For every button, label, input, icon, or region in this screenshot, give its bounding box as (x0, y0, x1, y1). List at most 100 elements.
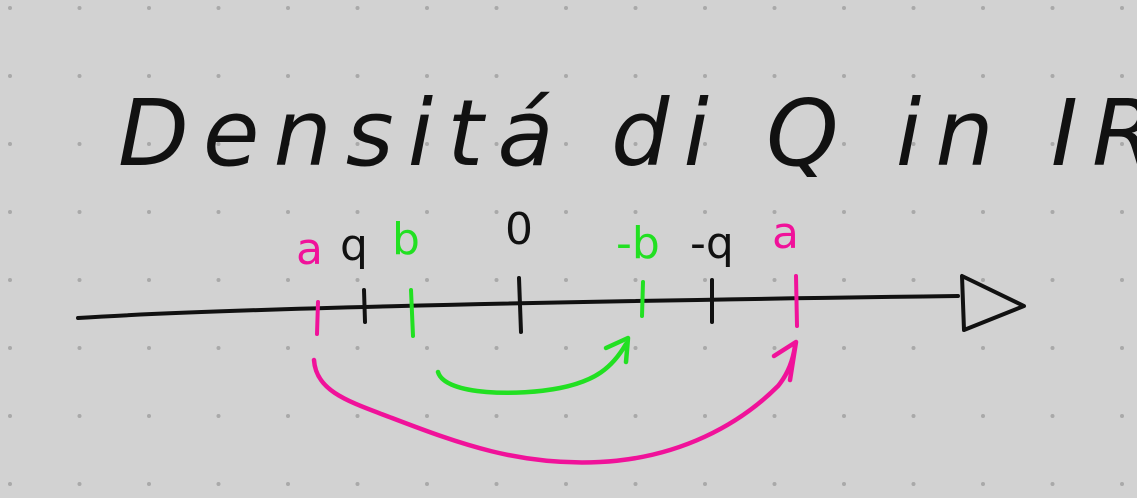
grid-dot (286, 6, 290, 10)
magenta-arrowhead (771, 339, 799, 383)
grid-dot (216, 278, 221, 282)
grid-dot (355, 482, 360, 486)
dot-grid (8, 6, 1124, 486)
grid-dot (911, 74, 916, 78)
label-neg-q: -q (690, 218, 734, 269)
grid-dot (1050, 142, 1055, 146)
grid-dot (772, 6, 777, 10)
grid-dot (772, 142, 777, 146)
grid-dot (8, 414, 12, 418)
grid-dot (772, 74, 777, 78)
grid-dot (703, 6, 707, 10)
grid-dot (77, 6, 82, 10)
grid-dot (981, 6, 985, 10)
grid-dot (564, 74, 568, 78)
grid-dot (981, 482, 985, 486)
grid-dot (633, 74, 638, 78)
grid-dot (355, 278, 360, 282)
label-q: q (340, 220, 368, 271)
grid-dot (842, 142, 846, 146)
label-zero: 0 (505, 204, 533, 255)
grid-dot (355, 6, 360, 10)
label-neg-b: -b (616, 218, 660, 269)
grid-dot (425, 482, 429, 486)
grid-dot (286, 142, 290, 146)
grid-dot (842, 346, 846, 350)
grid-dot (216, 482, 221, 486)
grid-dot (1050, 482, 1055, 486)
grid-dot (425, 142, 429, 146)
grid-dot (911, 346, 916, 350)
grid-dot (147, 346, 151, 350)
grid-dot (355, 346, 360, 350)
grid-dot (494, 142, 499, 146)
grid-dot (8, 6, 12, 10)
grid-dot (147, 142, 151, 146)
grid-dot (216, 210, 221, 214)
grid-dot (911, 210, 916, 214)
grid-dot (842, 74, 846, 78)
grid-dot (1050, 210, 1055, 214)
grid-dot (1120, 482, 1124, 486)
tick-q (362, 288, 367, 324)
label-a-right: a (772, 208, 799, 259)
grid-dot (1050, 278, 1055, 282)
grid-dot (1120, 6, 1124, 10)
green-arrowhead (603, 335, 631, 365)
grid-dot (1120, 346, 1124, 350)
grid-dot (1050, 346, 1055, 350)
grid-dot (147, 210, 151, 214)
grid-dot (911, 6, 916, 10)
grid-dot (981, 414, 985, 418)
grid-dot (147, 74, 151, 78)
grid-dot (286, 74, 290, 78)
grid-dot (8, 142, 12, 146)
grid-dot (1050, 6, 1055, 10)
grid-dot (355, 142, 360, 146)
grid-dot (8, 278, 12, 282)
grid-dot (1120, 142, 1124, 146)
grid-dot (425, 346, 429, 350)
number-line (76, 294, 960, 320)
grid-dot (633, 278, 638, 282)
grid-dot (286, 210, 290, 214)
grid-dot (772, 210, 777, 214)
grid-dot (842, 414, 846, 418)
grid-dot (564, 210, 568, 214)
grid-dot (1050, 74, 1055, 78)
tick-a-left (315, 300, 320, 336)
grid-dot (77, 482, 82, 486)
grid-dot (286, 346, 290, 350)
grid-dot (633, 142, 638, 146)
grid-dot (494, 414, 499, 418)
grid-dot (8, 346, 12, 350)
grid-dot (216, 346, 221, 350)
grid-dot (355, 74, 360, 78)
grid-dot (981, 74, 985, 78)
grid-dot (494, 74, 499, 78)
grid-dot (216, 142, 221, 146)
grid-dot (633, 210, 638, 214)
grid-dot (494, 6, 499, 10)
grid-dot (147, 6, 151, 10)
grid-dot (911, 278, 916, 282)
grid-dot (772, 346, 777, 350)
grid-dot (494, 482, 499, 486)
grid-dot (703, 74, 707, 78)
grid-dot (425, 6, 429, 10)
grid-dot (77, 142, 82, 146)
tick-neg-b (640, 280, 645, 318)
grid-dot (1120, 74, 1124, 78)
grid-dot (494, 278, 499, 282)
grid-dot (1120, 278, 1124, 282)
grid-dot (1120, 210, 1124, 214)
grid-dot (8, 74, 12, 78)
grid-dot (355, 210, 360, 214)
grid-dot (772, 278, 777, 282)
grid-dot (77, 210, 82, 214)
grid-dot (633, 6, 638, 10)
grid-dot (286, 278, 290, 282)
grid-dot (425, 414, 429, 418)
